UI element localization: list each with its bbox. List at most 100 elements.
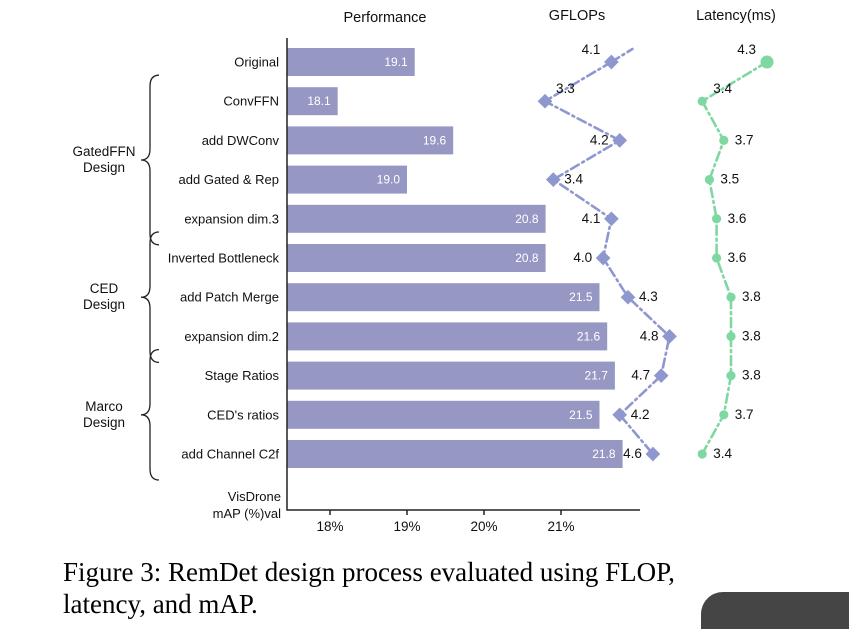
gflops-value-label: 4.1: [582, 42, 601, 57]
tick-label: 18%: [316, 519, 343, 534]
group-label: Marco: [85, 399, 123, 414]
category-label: Stage Ratios: [205, 368, 280, 383]
latency-marker: [719, 410, 729, 420]
gflops-value-label: 4.6: [623, 446, 642, 461]
group-brace: [140, 348, 160, 481]
latency-value-label: 3.8: [742, 289, 761, 304]
gflops-value-label: 4.3: [639, 289, 658, 304]
bar: [287, 165, 407, 194]
latency-marker: [712, 214, 722, 224]
gflops-marker: [604, 54, 619, 70]
latency-value-label: 3.8: [742, 368, 761, 383]
bar: [287, 440, 623, 468]
bar-value-label: 21.8: [592, 447, 616, 461]
group-label: Design: [83, 297, 125, 312]
gflops-value-label: 4.0: [573, 250, 592, 265]
gflops-value-label: 3.3: [556, 81, 575, 96]
tick-label: 20%: [470, 519, 497, 534]
bar-value-label: 20.8: [515, 251, 539, 265]
latency-line: 4.3 3.4 3.7 3.5 3.6 3.6 3.8 3.8 3.8 3.7 3.4: [697, 42, 774, 461]
gflops-marker: [645, 446, 661, 462]
performance-bars: 19.1 18.1 19.6 19.0 20.8 20.8 21.5 21.6 21.7 21.5…: [287, 48, 623, 468]
bar-value-label: 19.1: [384, 55, 408, 69]
bar-value-label: 21.5: [569, 290, 593, 304]
latency-value-label: 3.6: [728, 250, 747, 265]
gflops-value-label: 4.7: [631, 368, 650, 383]
gflops-value-label: 4.2: [631, 407, 650, 422]
gflops-marker: [653, 368, 669, 383]
bar-value-label: 21.7: [585, 369, 609, 383]
category-label: add Channel C2f: [181, 447, 279, 462]
gflops-marker: [537, 93, 553, 109]
x-axis-label: VisDrone: [228, 489, 281, 504]
column-header: Latency(ms): [696, 8, 776, 24]
latency-value-label: 3.7: [735, 407, 754, 422]
latency-value-label: 3.8: [742, 328, 761, 343]
bar: [287, 322, 608, 351]
category-label: Inverted Bottleneck: [168, 251, 280, 266]
bar: [287, 283, 600, 312]
gflops-value-label: 3.4: [564, 172, 583, 187]
bar-value-label: 19.0: [377, 173, 401, 187]
latency-marker: [726, 371, 736, 381]
bar-value-label: 20.8: [515, 212, 539, 226]
latency-value-label: 3.7: [735, 132, 754, 147]
gflops-value-label: 4.2: [590, 132, 609, 147]
column-header: Performance: [343, 10, 426, 26]
group-label: CED: [90, 281, 119, 296]
x-axis-label: mAP (%)val: [213, 506, 281, 521]
axis-line: [286, 38, 640, 511]
group-label: GatedFFN: [72, 144, 135, 159]
gflops-marker: [604, 211, 619, 227]
gflops-value-label: 4.8: [640, 328, 659, 343]
group-label: Design: [83, 415, 125, 430]
gflops-value-label: 4.1: [582, 211, 601, 226]
latency-value-label: 3.4: [713, 446, 732, 461]
latency-value-label: 4.3: [737, 42, 756, 57]
latency-value-label: 3.4: [713, 81, 732, 96]
bar: [287, 48, 415, 76]
bar: [287, 204, 546, 233]
category-label: ConvFFN: [223, 94, 279, 109]
gflops-marker: [545, 172, 561, 187]
bar-value-label: 21.6: [577, 329, 601, 343]
latency-value-label: 3.5: [720, 172, 739, 187]
gflops-marker: [620, 289, 636, 305]
latency-marker: [726, 292, 736, 302]
bar-value-label: 18.1: [307, 94, 331, 108]
category-label: Original: [234, 55, 279, 70]
latency-value-label: 3.6: [728, 211, 747, 226]
corner-artifact: [701, 592, 849, 629]
figure-caption: Figure 3: RemDet design process evaluate…: [63, 557, 808, 621]
tick-label: 19%: [393, 519, 420, 534]
gflops-marker: [612, 407, 628, 423]
latency-marker: [726, 331, 736, 341]
gflops-marker: [662, 329, 677, 344]
group-brace: [140, 231, 160, 364]
group-label: Design: [83, 160, 125, 175]
category-label: add Gated & Rep: [179, 172, 279, 187]
bar-value-label: 21.5: [569, 408, 593, 422]
latency-marker: [760, 55, 774, 69]
latency-marker: [704, 175, 715, 185]
category-label: add Patch Merge: [180, 290, 279, 305]
bar: [287, 126, 454, 155]
category-label: CED's ratios: [207, 407, 279, 422]
column-header: GFLOPs: [549, 8, 605, 24]
latency-marker: [719, 135, 729, 145]
gflops-line: 4.1 3.3 4.2 3.4 4.1 4.0 4.3 4.8 4.7 4.2 4.6: [537, 42, 677, 462]
tick-label: 21%: [547, 519, 574, 534]
caption-line-1: Figure 3: RemDet design process evaluate…: [63, 557, 675, 587]
bar-value-label: 19.6: [423, 133, 447, 147]
performance-axis: 18% 19% 20% 21% VisDrone mAP (%)val: [213, 38, 640, 534]
bar: [287, 400, 600, 429]
category-label: add DWConv: [202, 133, 280, 148]
gflops-marker: [595, 250, 611, 266]
latency-marker: [697, 96, 707, 106]
bar: [287, 361, 615, 390]
gflops-marker: [612, 133, 628, 148]
